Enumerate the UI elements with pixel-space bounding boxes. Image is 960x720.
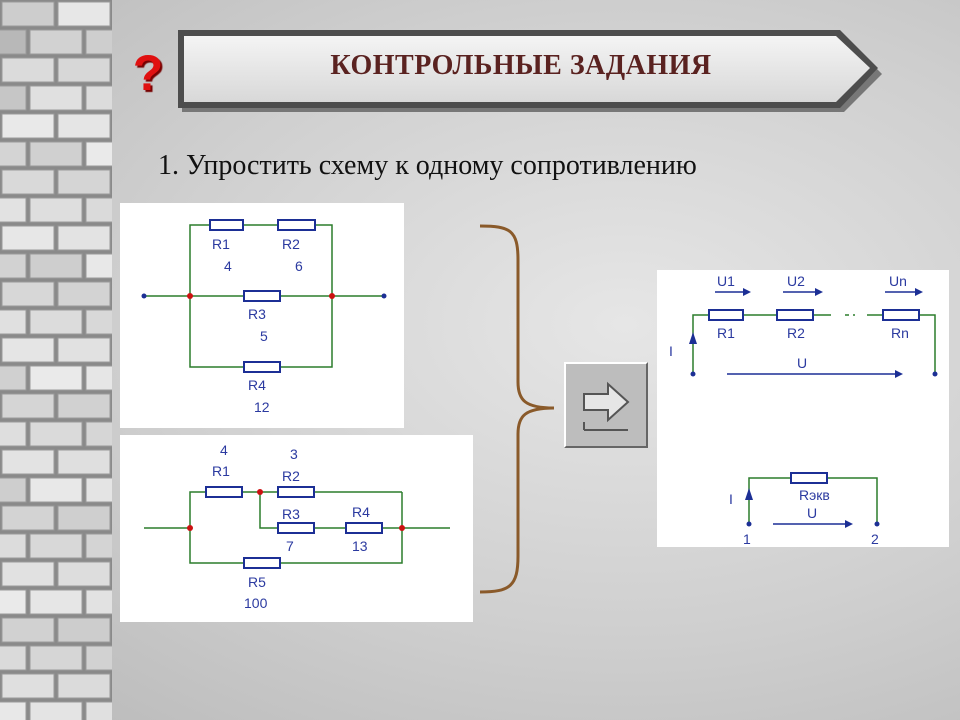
series-r2-label: R2 [787,325,805,341]
series-rn-label: Rn [891,325,909,341]
c2-r5-label: R5 [248,574,266,590]
c2-r1-label: R1 [212,463,230,479]
page-title: КОНТРОЛЬНЫЕ ЗАДАНИЯ [330,50,712,81]
series-panel: U1 U2 Un R1 R2 Rn I U I Rэкв U 1 2 [657,270,949,547]
c2-r5-value: 100 [244,595,268,611]
r4-label: R4 [248,377,266,393]
next-arrow-button[interactable] [564,362,648,448]
circuit-panel-2: 4 R1 3 R2 R3 7 R4 13 R5 100 [120,435,473,622]
series-u-label: U [797,355,807,371]
r2-label: R2 [282,236,300,252]
r1-value: 4 [224,258,232,274]
c2-r4-label: R4 [352,504,370,520]
title-banner [178,30,882,112]
c2-r4-value: 13 [352,538,368,554]
r3-label: R3 [248,306,266,322]
curly-brace [479,224,555,594]
c2-r3-label: R3 [282,506,300,522]
r2-value: 6 [295,258,303,274]
equiv-req-label: Rэкв [799,487,830,503]
c2-r1-value: 4 [220,442,228,458]
c2-r2-label: R2 [282,468,300,484]
question-mark-icon: ? [132,45,164,101]
u1-label: U1 [717,273,735,289]
node-1-label: 1 [743,531,751,547]
circuit-panel-1: R1 4 R2 6 R3 5 R4 12 [120,203,404,428]
arrow-right-icon [583,381,630,431]
series-current-label: I [669,343,673,359]
r1-label: R1 [212,236,230,252]
un-label: Un [889,273,907,289]
u2-label: U2 [787,273,805,289]
series-r1-label: R1 [717,325,735,341]
task-text: 1. Упростить схему к одному сопротивлени… [158,150,697,181]
c2-r2-value: 3 [290,446,298,462]
brick-wall-decoration [0,0,112,720]
r3-value: 5 [260,328,268,344]
r4-value: 12 [254,399,270,415]
node-2-label: 2 [871,531,879,547]
equiv-current-label: I [729,491,733,507]
c2-r3-value: 7 [286,538,294,554]
equiv-u-label: U [807,505,817,521]
